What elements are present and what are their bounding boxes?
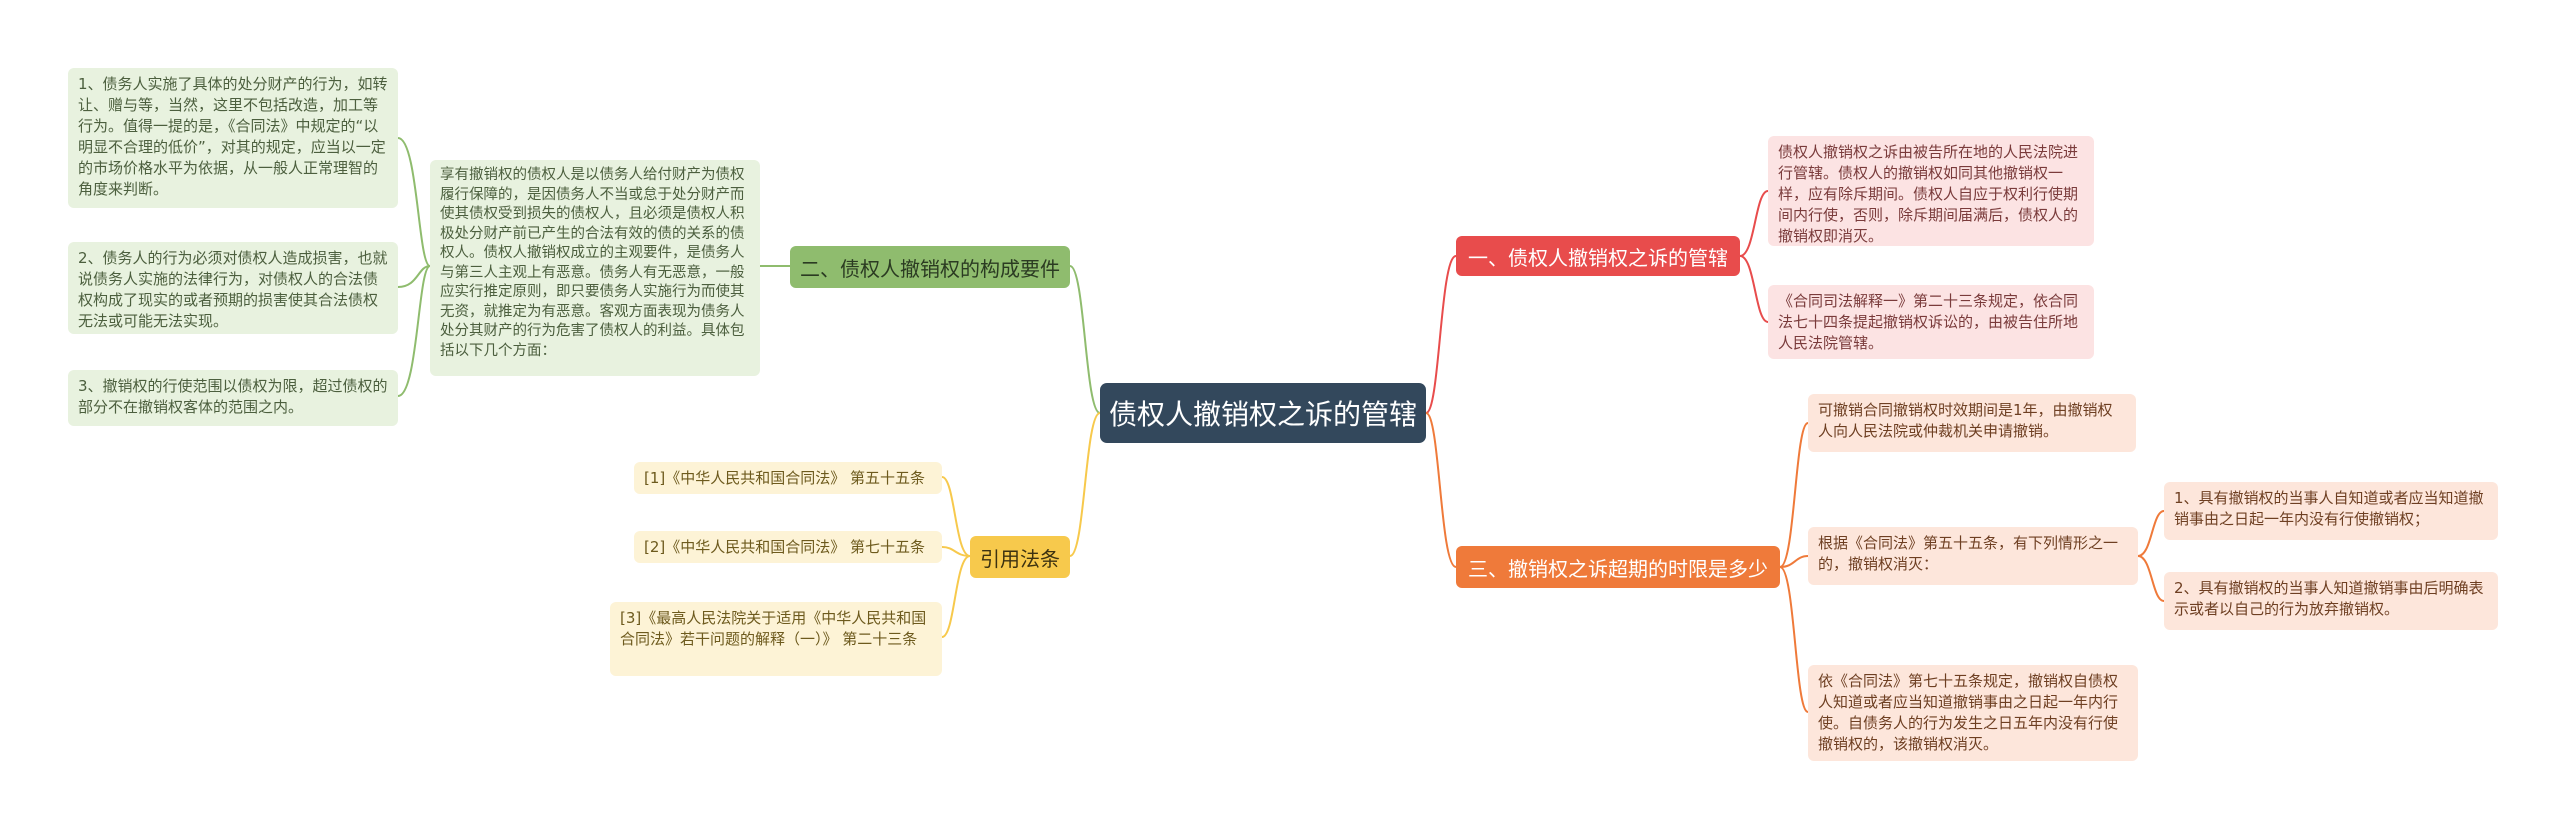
time-limit-leaf-1[interactable]: 可撤销合同撤销权时效期间是1年，由撤销权人向人民法院或仲裁机关申请撤销。 xyxy=(1808,394,2136,452)
branch-elements[interactable]: 二、债权人撤销权的构成要件 xyxy=(790,246,1070,288)
link-time-leaf-1 xyxy=(1779,422,1809,568)
link-root-laws xyxy=(1069,412,1101,557)
law-item-1[interactable]: [1]《中华人民共和国合同法》 第五十五条 xyxy=(634,462,942,494)
root-topic[interactable]: 债权人撤销权之诉的管辖 xyxy=(1100,383,1426,443)
law-item-3[interactable]: [3]《最高人民法院关于适用《中华人民共和国合同法》若干问题的解释（一）》 第二… xyxy=(610,602,942,676)
link-time-leaf-3 xyxy=(1779,566,1809,713)
jurisdiction-leaf-2[interactable]: 《合同司法解释一》第二十三条规定，依合同法七十四条提起撤销权诉讼的，由被告住所地… xyxy=(1768,285,2094,359)
time-limit-leaf-2[interactable]: 根据《合同法》第五十五条，有下列情形之一的，撤销权消灭： xyxy=(1808,527,2138,585)
link-jurisdiction-leaf-1 xyxy=(1739,190,1769,257)
branch-jurisdiction[interactable]: 一、债权人撤销权之诉的管辖 xyxy=(1456,236,1740,276)
link-subitem-2 xyxy=(2137,555,2165,602)
link-root-elements xyxy=(1069,265,1101,414)
time-limit-leaf-3[interactable]: 依《合同法》第七十五条规定，撤销权自债权人知道或者应当知道撤销事由之日起一年内行… xyxy=(1808,665,2138,761)
time-limit-subitem-1[interactable]: 1、具有撤销权的当事人自知道或者应当知道撤销事由之日起一年内没有行使撤销权； xyxy=(2164,482,2498,540)
link-summary-item-1 xyxy=(397,137,431,267)
elements-item-2[interactable]: 2、债务人的行为必须对债权人造成损害，也就说债务人实施的法律行为，对债权人的合法… xyxy=(68,242,398,334)
link-law-1 xyxy=(941,476,971,557)
link-root-jurisdiction xyxy=(1425,255,1457,414)
link-law-3 xyxy=(941,555,971,638)
elements-summary[interactable]: 享有撤销权的债权人是以债务人给付财产为债权履行保障的，是因债务人不当或怠于处分财… xyxy=(430,160,760,376)
branch-time-limit[interactable]: 三、撤销权之诉超期的时限是多少 xyxy=(1456,546,1780,588)
jurisdiction-leaf-1[interactable]: 债权人撤销权之诉由被告所在地的人民法院进行管辖。债权人的撤销权如同其他撤销权一样… xyxy=(1768,136,2094,246)
elements-item-1[interactable]: 1、债务人实施了具体的处分财产的行为，如转让、赠与等，当然，这里不包括改造，加工… xyxy=(68,68,398,208)
link-root-time-limit xyxy=(1425,412,1457,568)
link-subitem-1 xyxy=(2137,510,2165,557)
law-item-2[interactable]: [2]《中华人民共和国合同法》 第七十五条 xyxy=(634,531,942,563)
link-jurisdiction-leaf-2 xyxy=(1739,255,1769,323)
branch-laws[interactable]: 引用法条 xyxy=(970,536,1070,578)
link-time-leaf-2 xyxy=(1779,555,1809,568)
time-limit-subitem-2[interactable]: 2、具有撤销权的当事人知道撤销事由后明确表示或者以自己的行为放弃撤销权。 xyxy=(2164,572,2498,630)
link-law-2 xyxy=(941,546,971,557)
link-summary-item-3 xyxy=(397,265,431,397)
elements-item-3[interactable]: 3、撤销权的行使范围以债权为限，超过债权的部分不在撤销权客体的范围之内。 xyxy=(68,370,398,426)
link-summary-item-2 xyxy=(397,265,431,288)
